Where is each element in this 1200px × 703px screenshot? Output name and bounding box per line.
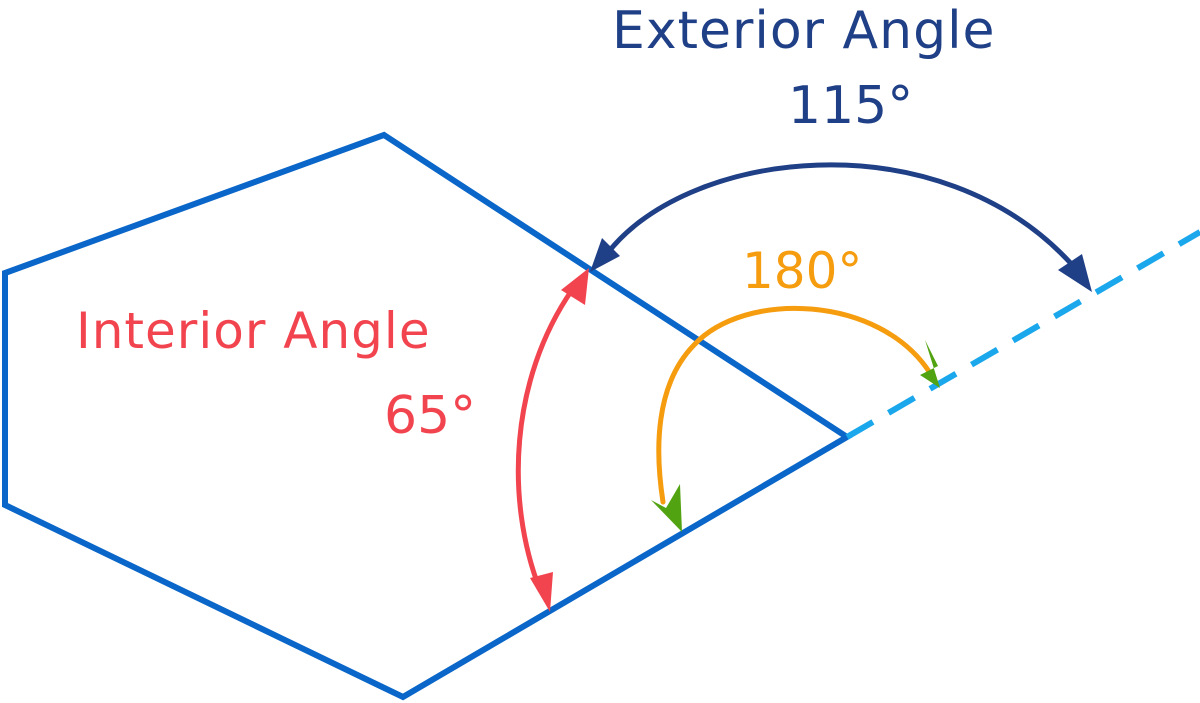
interior-arc-path [515, 287, 575, 593]
interior-angle-arc [515, 268, 589, 612]
straight-arrowhead-right [920, 340, 940, 388]
straight-arc-path [656, 305, 933, 505]
exterior-arrowhead-left [590, 238, 620, 272]
straight-angle-value: 180° [742, 242, 863, 300]
straight-angle-arc [651, 305, 940, 532]
straight-arrowhead-left [651, 484, 682, 532]
exterior-angle-label: Exterior Angle [612, 1, 996, 61]
interior-angle-label: Interior Angle [76, 302, 431, 360]
hexagon-outline [1, 131, 853, 701]
interior-arrowhead-top [561, 268, 589, 305]
interior-angle-value: 65° [384, 386, 477, 446]
exterior-angle-arc [590, 162, 1092, 292]
exterior-arc-path [601, 162, 1078, 271]
exterior-arrowhead-right [1058, 254, 1092, 292]
exterior-angle-value: 115° [788, 76, 914, 136]
extension-dashed-line [845, 229, 1200, 440]
interior-arrowhead-bottom [530, 572, 553, 612]
